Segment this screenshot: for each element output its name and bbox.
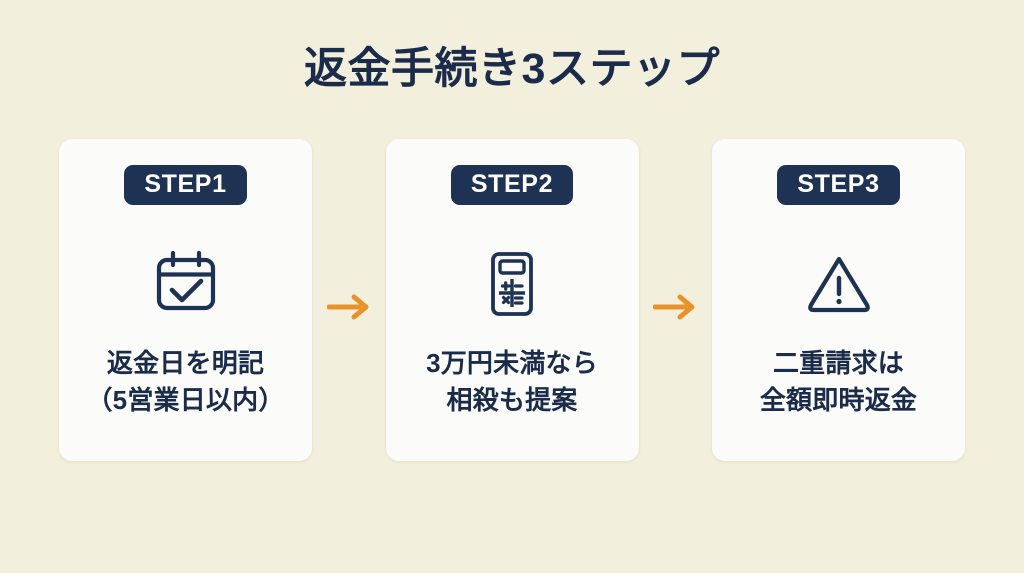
step-badge-3: STEP3: [777, 165, 900, 205]
step-card-3[interactable]: STEP3 二重請求は 全額即時返金: [712, 139, 965, 461]
step-text-3: 二重請求は 全額即時返金: [760, 345, 917, 419]
step-card-2[interactable]: STEP2 3万円未満なら 相殺も提案: [385, 139, 639, 461]
step-card-1[interactable]: STEP1 返金日を明記 （5営業日以内）: [59, 139, 312, 461]
step-text-2-line-1: 3万円未満なら: [426, 348, 598, 378]
step-text-1-line-1: 返金日を明記: [106, 348, 265, 378]
arrow-right-icon-2: [652, 290, 698, 324]
step-badge-2: STEP2: [450, 165, 574, 205]
arrow-right-icon-1: [326, 290, 372, 324]
step-text-1-line-2: （5営業日以内）: [86, 384, 285, 415]
calendar-check-icon: [149, 245, 223, 323]
step-text-1: 返金日を明記 （5営業日以内）: [86, 345, 284, 419]
step-text-3-line-2: 全額即時返金: [759, 384, 918, 415]
calculator-icon: [475, 245, 549, 323]
step-text-2-line-2: 相殺も提案: [446, 384, 578, 415]
step-text-2: 3万円未満なら 相殺も提案: [426, 345, 598, 419]
step-badge-1: STEP1: [124, 165, 247, 205]
steps-row: STEP1 返金日を明記 （5営業日以内） STEP2: [59, 139, 965, 461]
step-text-3-line-1: 二重請求は: [772, 348, 904, 378]
warning-triangle-icon: [802, 245, 876, 323]
page-title: 返金手続き3ステップ: [304, 45, 720, 93]
